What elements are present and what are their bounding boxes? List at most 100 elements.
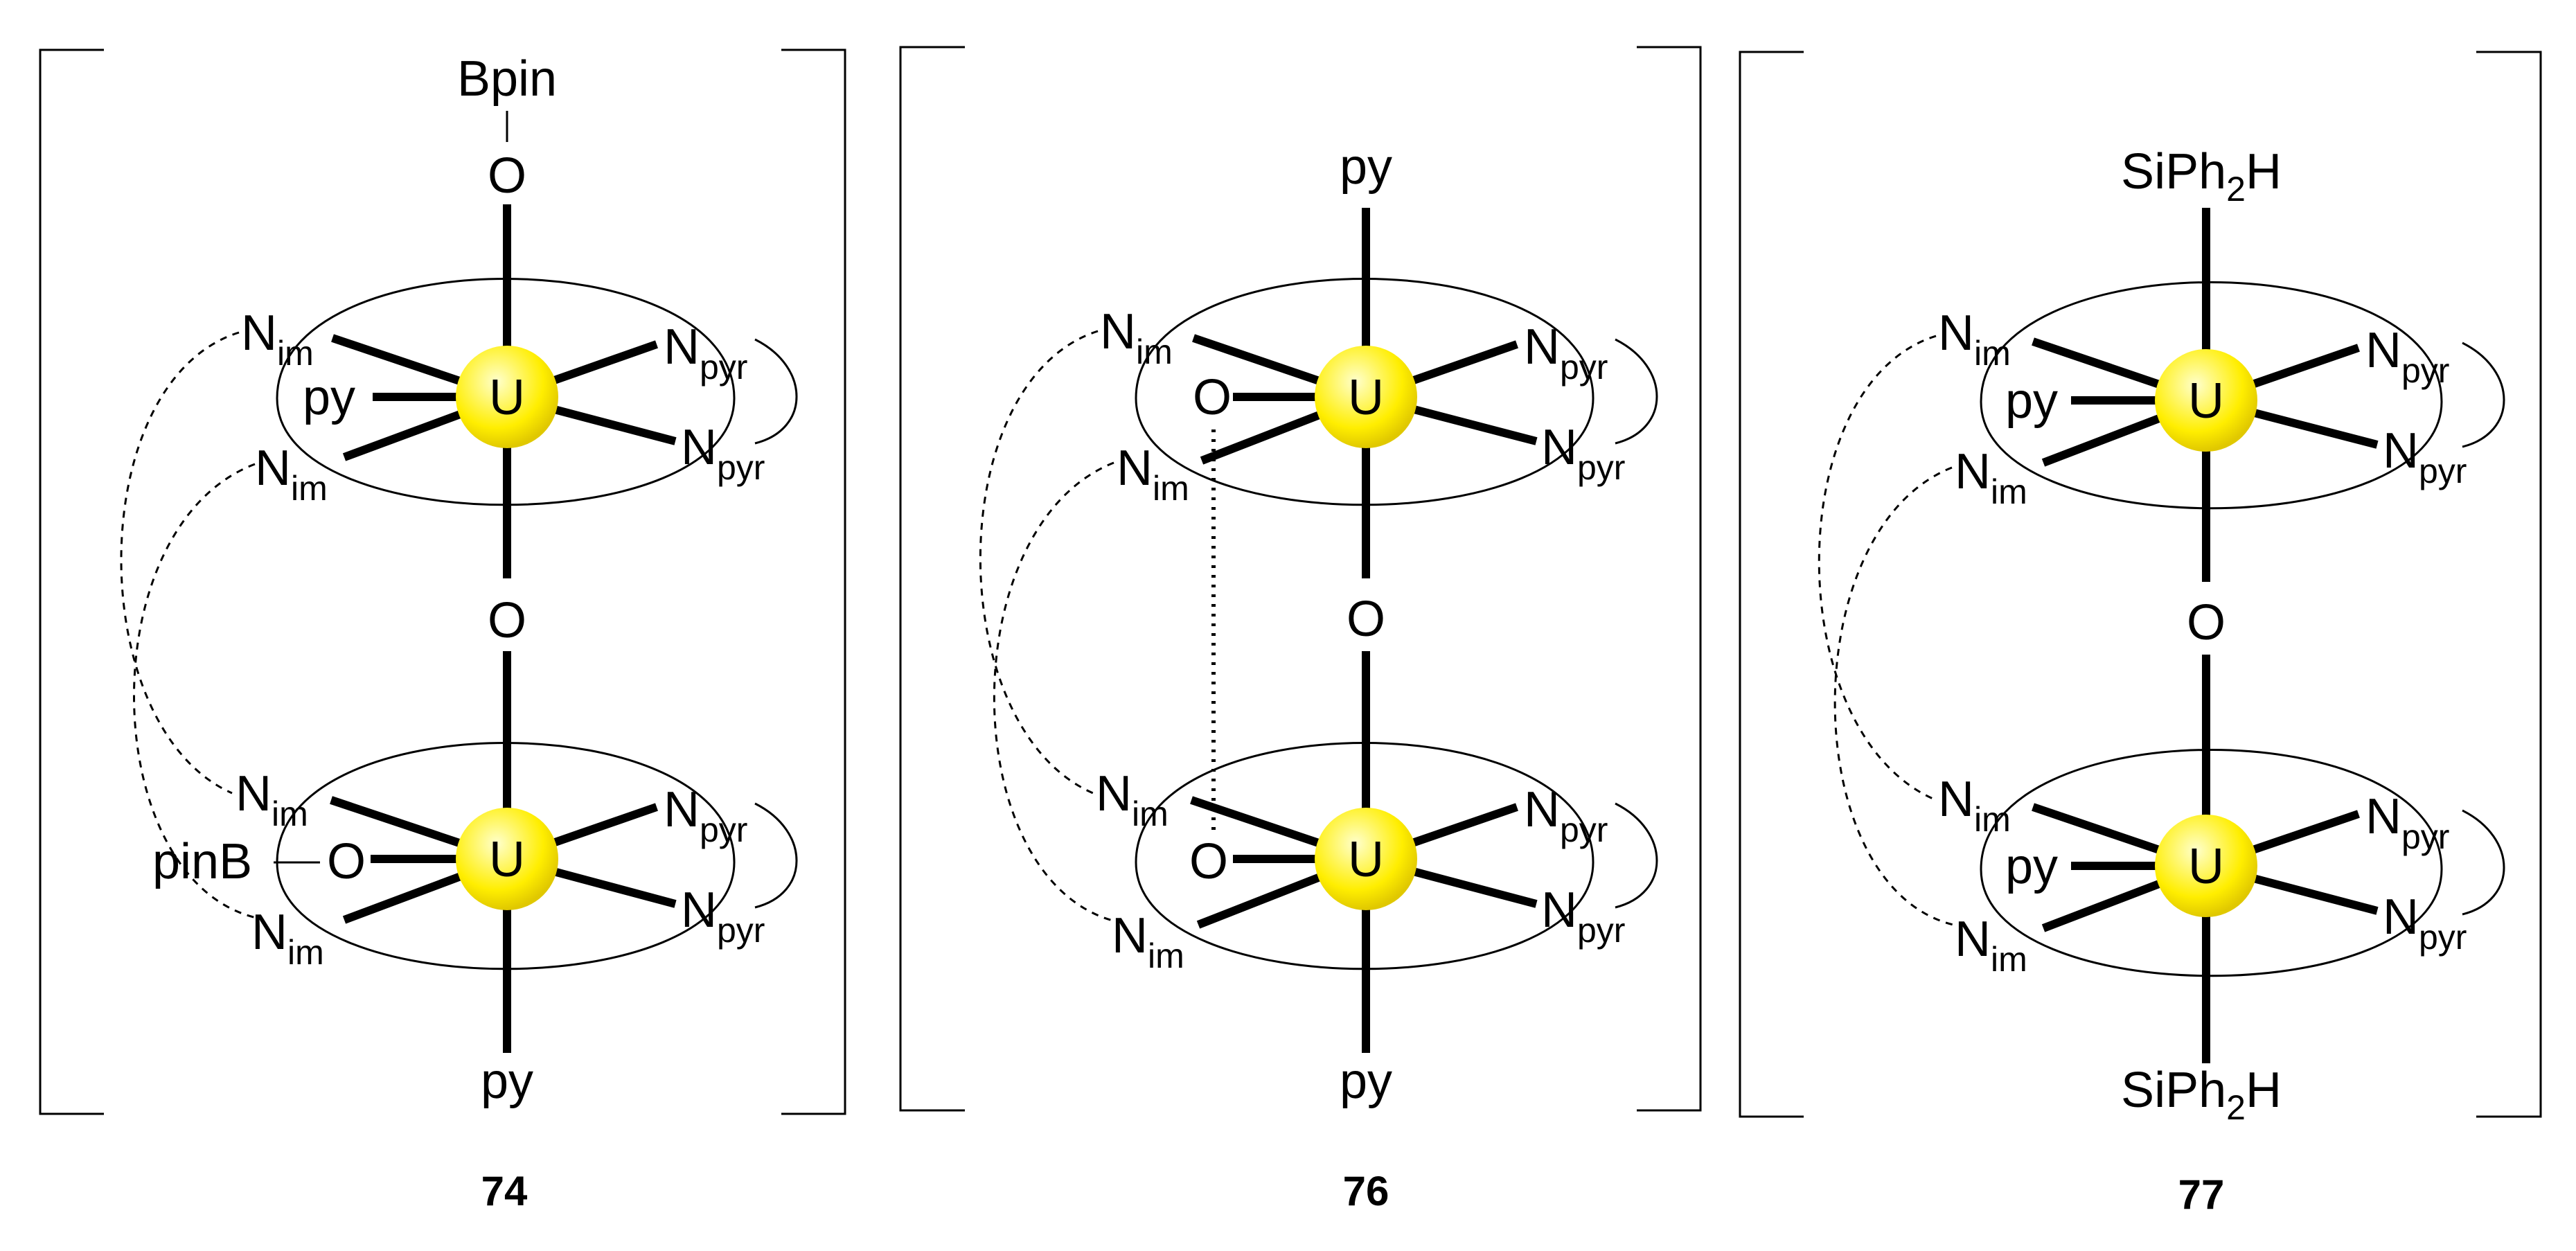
siph2h-top-b: H — [2246, 144, 2282, 199]
bracket-left — [39, 48, 104, 1115]
dashed-linker-1 — [979, 330, 1099, 795]
pyrrole-arc-top — [754, 338, 798, 445]
npyr-top-1-sub: pyr — [2401, 351, 2449, 390]
siph2h-bottom-sub: 2 — [2226, 1088, 2246, 1127]
bridging-oxygen-label: O — [1347, 592, 1385, 647]
npyr-bottom-2-n: N — [2383, 889, 2419, 945]
uranium-atom-bottom — [2155, 815, 2257, 917]
npyr-top-2-n: N — [681, 420, 717, 475]
npyr-top-1-n: N — [2365, 323, 2401, 378]
uranium-bottom-label: U — [2188, 839, 2224, 894]
nim-bottom-2-sub: im — [1148, 937, 1184, 975]
npyr-top-1-label: Npyr — [2365, 323, 2449, 390]
nim-bottom-2-sub: im — [1991, 940, 2027, 979]
pyrrole-arc-bottom — [2462, 809, 2505, 916]
dashed-linker-2 — [993, 461, 1116, 923]
pyrrole-arc-top — [2462, 341, 2505, 448]
npyr-top-1-label: Npyr — [1524, 319, 1608, 387]
npyr-bottom-1-label: Npyr — [2365, 789, 2449, 856]
nim-bottom-2-label: Nim — [1955, 912, 2027, 979]
nim-bottom-1-n: N — [1938, 772, 1974, 827]
nim-bottom-2-label: Nim — [251, 905, 324, 972]
npyr-bottom-2-sub: pyr — [2419, 918, 2467, 957]
py-top-eq-label: py — [303, 370, 355, 425]
nim-bottom-1-label: Nim — [1938, 772, 2011, 839]
npyr-bottom-1-label: Npyr — [1524, 782, 1608, 849]
bracket-right — [1637, 46, 1702, 1112]
nim-top-2-sub: im — [1991, 472, 2027, 511]
npyr-bottom-1-n: N — [2365, 789, 2401, 844]
dashed-linker-1 — [120, 331, 240, 795]
uranium-bottom-label: U — [489, 832, 525, 887]
npyr-bottom-2-n: N — [1541, 882, 1577, 938]
bracket-right — [2476, 51, 2542, 1118]
pinb-label: pinB — [152, 834, 252, 889]
uranium-atom-top — [2155, 349, 2257, 452]
dashed-linker-2 — [1833, 466, 1954, 926]
nim-top-1-n: N — [1938, 305, 1974, 361]
nim-top-1-sub: im — [277, 334, 314, 373]
compound-77: SiPh2H O SiPh2H Nim Nim py Npyr Npyr U N… — [1739, 51, 2542, 1218]
siph2h-bottom-label: SiPh2H — [2121, 1063, 2282, 1127]
npyr-top-2-sub: pyr — [2419, 452, 2467, 490]
nim-top-2-n: N — [1117, 441, 1153, 496]
bracket-left — [899, 46, 965, 1112]
siph2h-bottom-b: H — [2246, 1063, 2282, 1118]
siph2h-bottom-a: SiPh — [2121, 1063, 2226, 1118]
nim-bottom-2-label: Nim — [1112, 908, 1184, 975]
npyr-bottom-1-label: Npyr — [664, 782, 747, 849]
nim-bottom-1-sub: im — [1132, 795, 1169, 833]
siph2h-top-label: SiPh2H — [2121, 144, 2282, 208]
pyrrole-arc-bottom — [754, 802, 798, 909]
nim-bottom-1-label: Nim — [236, 766, 308, 833]
npyr-bottom-1-n: N — [664, 782, 700, 837]
siph2h-top-a: SiPh — [2121, 144, 2226, 199]
npyr-top-2-sub: pyr — [717, 448, 765, 487]
bridging-oxygen-label: O — [2187, 595, 2226, 650]
nim-bottom-1-sub: im — [1974, 800, 2011, 839]
npyr-top-2-label: Npyr — [681, 420, 765, 487]
compound-76: py O py Nim Nim O Npyr Npyr U Nim Nim O — [899, 46, 1702, 1214]
uranium-atom-top — [456, 346, 558, 448]
npyr-top-2-n: N — [1541, 420, 1577, 475]
npyr-top-2-label: Npyr — [2383, 423, 2467, 490]
nim-top-2-sub: im — [291, 469, 328, 508]
oxygen-bottom-eq-label: O — [1189, 834, 1228, 889]
py-bottom-axial-label: py — [1340, 1054, 1392, 1109]
npyr-bottom-2-label: Npyr — [681, 882, 765, 950]
npyr-top-1-label: Npyr — [664, 319, 747, 387]
nim-top-1-n: N — [1100, 304, 1136, 360]
bracket-left — [1739, 51, 1804, 1118]
macrocycle-ring-top — [276, 278, 736, 506]
dashed-linker-1 — [1818, 335, 1937, 801]
py-bottom-eq-label: py — [2005, 839, 2058, 894]
py-top-eq-label: py — [2005, 373, 2058, 429]
npyr-bottom-1-sub: pyr — [2401, 817, 2449, 856]
nim-bottom-2-n: N — [1955, 912, 1991, 967]
nim-bottom-1-sub: im — [272, 795, 308, 833]
siph2h-top-sub: 2 — [2226, 170, 2246, 208]
nim-bottom-2-sub: im — [287, 933, 324, 972]
npyr-top-1-sub: pyr — [1560, 348, 1608, 387]
compound-label-77: 77 — [2178, 1171, 2225, 1218]
pyrrole-arc-top — [1615, 338, 1658, 445]
nim-bottom-1-label: Nim — [1096, 766, 1169, 833]
npyr-bottom-2-label: Npyr — [1541, 882, 1625, 950]
compound-74: Bpin O O py Nim Nim py Npyr Npyr U — [39, 48, 846, 1214]
nim-top-2-n: N — [255, 441, 291, 496]
nim-bottom-1-n: N — [236, 766, 272, 822]
macrocycle-ring-bottom — [276, 742, 736, 970]
bracket-right — [781, 48, 846, 1115]
nim-bottom-2-n: N — [251, 905, 287, 960]
oxygen-bpin-bottom-label: O — [327, 834, 366, 889]
compound-label-76: 76 — [1343, 1168, 1389, 1214]
macrocycle-ring-top — [1135, 278, 1595, 506]
npyr-top-2-n: N — [2383, 423, 2419, 479]
npyr-top-1-sub: pyr — [700, 348, 747, 387]
uranium-bottom-label: U — [1348, 832, 1384, 887]
npyr-top-2-sub: pyr — [1577, 448, 1625, 487]
npyr-bottom-1-sub: pyr — [700, 810, 747, 849]
uranium-top-label: U — [489, 370, 525, 425]
